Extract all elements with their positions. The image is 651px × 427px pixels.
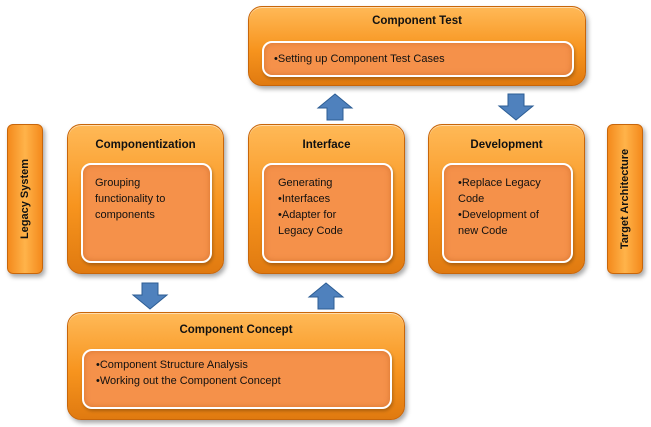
componentization-box: Componentization Grouping functionality … (67, 124, 224, 274)
development-title: Development (470, 139, 543, 151)
component-concept-content: •Component Structure Analysis •Working o… (82, 349, 392, 409)
development-line: •Development of (458, 209, 539, 221)
component-test-title: Component Test (372, 15, 462, 27)
arrow-down-icon (131, 282, 169, 310)
component-concept-box: Component Concept •Component Structure A… (67, 312, 405, 420)
target-architecture-bar: Target Architecture (607, 124, 643, 274)
componentization-line: Grouping (95, 177, 141, 189)
arrow-up-icon (307, 282, 345, 310)
component-test-box: Component Test •Setting up Component Tes… (248, 6, 586, 86)
arrow-down-icon (497, 93, 535, 121)
legacy-system-label: Legacy System (19, 158, 31, 240)
development-line: Code (458, 193, 485, 205)
development-line: new Code (458, 225, 508, 237)
development-box: Development •Replace Legacy Code •Develo… (428, 124, 585, 274)
component-concept-title: Component Concept (179, 324, 293, 336)
interface-line: Generating (278, 177, 333, 189)
component-concept-line: •Component Structure Analysis (96, 359, 248, 371)
component-concept-line: •Working out the Component Concept (96, 375, 281, 387)
interface-box: Interface Generating •Interfaces •Adapte… (248, 124, 405, 274)
development-content: •Replace Legacy Code •Development of new… (442, 163, 573, 263)
component-test-content: •Setting up Component Test Cases (262, 41, 574, 77)
componentization-line: components (95, 209, 155, 221)
componentization-content: Grouping functionality to components (81, 163, 212, 263)
interface-line: •Interfaces (278, 193, 331, 205)
arrow-up-icon (316, 93, 354, 121)
legacy-system-bar: Legacy System (7, 124, 43, 274)
interface-line: Legacy Code (278, 225, 343, 237)
interface-content: Generating •Interfaces •Adapter for Lega… (262, 163, 393, 263)
componentization-line: functionality to (95, 193, 166, 205)
interface-line: •Adapter for (278, 209, 337, 221)
componentization-title: Componentization (95, 139, 196, 151)
component-test-item: •Setting up Component Test Cases (274, 53, 445, 65)
development-line: •Replace Legacy (458, 177, 541, 189)
target-architecture-label: Target Architecture (619, 148, 631, 250)
interface-title: Interface (302, 139, 351, 151)
